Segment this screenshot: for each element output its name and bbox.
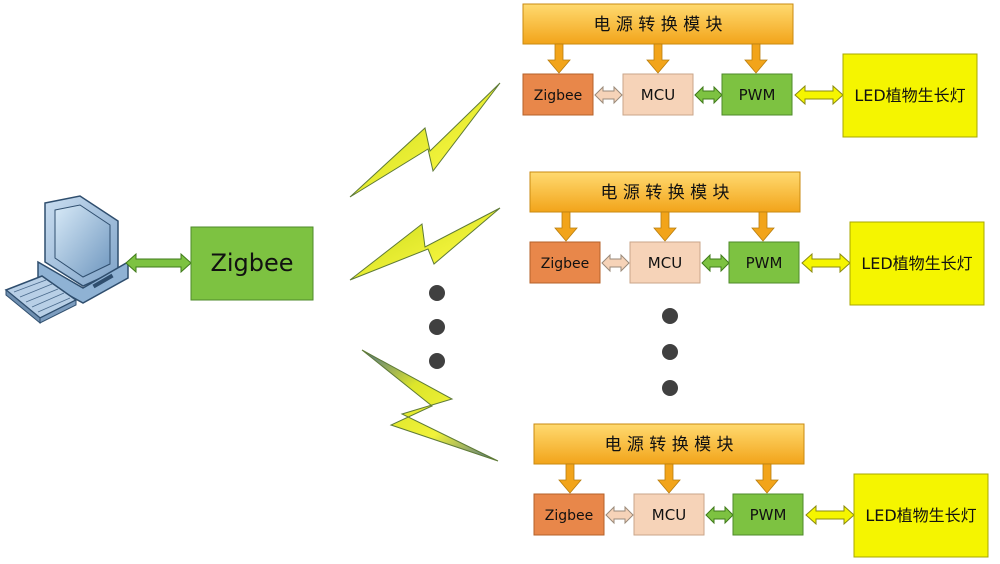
- zigbee-mcu-arrow: [594, 85, 623, 105]
- pwm-box: PWM: [721, 73, 793, 116]
- zigbee-module-box: Zigbee: [533, 493, 605, 536]
- pwm-label: PWM: [746, 254, 783, 272]
- led-node-2: 电 源 转 换 模 块 Zigbee MCU PWM LED植物生长灯: [529, 171, 985, 306]
- ellipsis-dots-right: [662, 308, 678, 396]
- pwm-led-arrow: [805, 504, 855, 526]
- led-grow-light-box: LED植物生长灯: [849, 221, 985, 306]
- power-module-label: 电 源 转 换 模 块: [600, 183, 729, 203]
- lightning-bolt-icon: [349, 82, 501, 198]
- mcu-box: MCU: [633, 493, 705, 536]
- led-grow-light-label: LED植物生长灯: [865, 506, 976, 525]
- power-down-arrows: [558, 463, 779, 494]
- power-down-arrows: [547, 43, 768, 74]
- ellipsis-dot: [662, 380, 678, 396]
- power-module-box: 电 源 转 换 模 块: [522, 3, 794, 45]
- led-node-3: 电 源 转 换 模 块 Zigbee MCU PWM LED植物生长灯: [533, 423, 989, 558]
- mcu-box: MCU: [622, 73, 694, 116]
- computer-zigbee-link-arrow: [125, 252, 192, 274]
- power-down-arrows: [554, 211, 775, 242]
- pwm-led-arrow: [801, 252, 851, 274]
- pwm-label: PWM: [739, 86, 776, 104]
- ellipsis-dot: [429, 285, 445, 301]
- pwm-box: PWM: [732, 493, 804, 536]
- led-node-1: 电 源 转 换 模 块 Zigbee MCU PWM LED植物生长灯: [522, 3, 978, 138]
- computer-icon: [4, 195, 129, 325]
- led-grow-light-label: LED植物生长灯: [854, 86, 965, 105]
- zigbee-module-box: Zigbee: [522, 73, 594, 116]
- led-grow-light-label: LED植物生长灯: [861, 254, 972, 273]
- lightning-bolt-icon: [361, 349, 499, 462]
- power-module-box: 电 源 转 换 模 块: [529, 171, 801, 213]
- led-grow-light-box: LED植物生长灯: [842, 53, 978, 138]
- central-zigbee-box: Zigbee: [190, 226, 314, 301]
- power-module-box: 电 源 转 换 模 块: [533, 423, 805, 465]
- pwm-led-arrow: [794, 84, 844, 106]
- central-zigbee-label: Zigbee: [210, 249, 293, 277]
- zigbee-module-label: Zigbee: [534, 88, 582, 104]
- mcu-label: MCU: [641, 86, 675, 104]
- led-grow-light-box: LED植物生长灯: [853, 473, 989, 558]
- zigbee-module-label: Zigbee: [545, 508, 593, 524]
- zigbee-mcu-arrow: [601, 253, 630, 273]
- ellipsis-dot: [662, 344, 678, 360]
- zigbee-mcu-arrow: [605, 505, 634, 525]
- ellipsis-dot: [429, 319, 445, 335]
- mcu-label: MCU: [652, 506, 686, 524]
- pwm-label: PWM: [750, 506, 787, 524]
- mcu-box: MCU: [629, 241, 701, 284]
- mcu-pwm-arrow: [694, 85, 723, 105]
- ellipsis-dot: [662, 308, 678, 324]
- zigbee-module-label: Zigbee: [541, 256, 589, 272]
- mcu-pwm-arrow: [701, 253, 730, 273]
- ellipsis-dot: [429, 353, 445, 369]
- ellipsis-dots-left: [429, 285, 445, 369]
- power-module-label: 电 源 转 换 模 块: [593, 15, 722, 35]
- mcu-label: MCU: [648, 254, 682, 272]
- zigbee-module-box: Zigbee: [529, 241, 601, 284]
- power-module-label: 电 源 转 换 模 块: [604, 435, 733, 455]
- lightning-bolt-icon: [349, 207, 501, 281]
- pwm-box: PWM: [728, 241, 800, 284]
- mcu-pwm-arrow: [705, 505, 734, 525]
